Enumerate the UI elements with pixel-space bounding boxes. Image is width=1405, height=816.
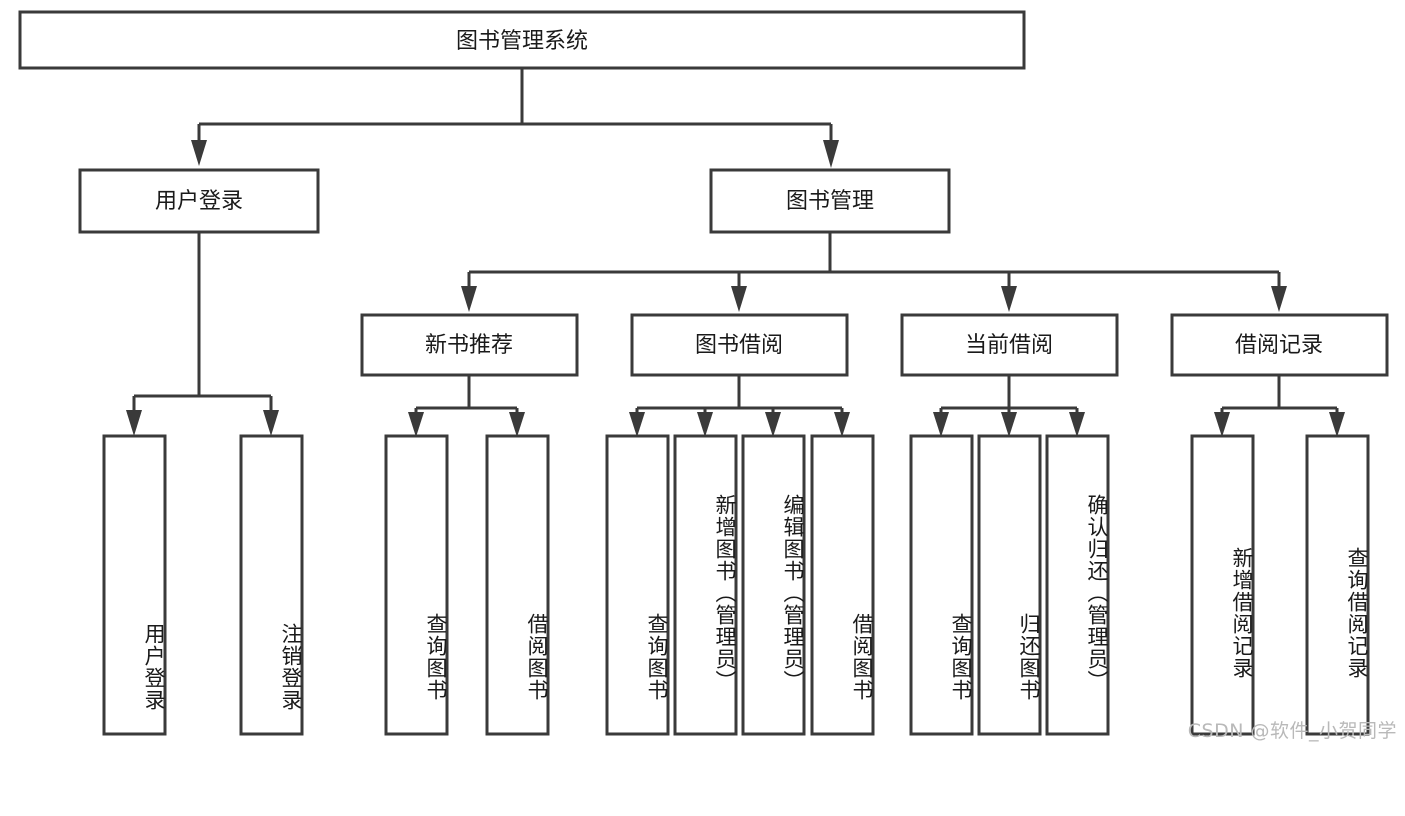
- node-current-borrow[interactable]: 当前借阅: [900, 313, 1119, 377]
- leaf-box-recommend-borrow-book[interactable]: [485, 434, 550, 736]
- arrow-head-icon: [834, 412, 850, 437]
- arrow-head-icon: [1271, 286, 1287, 312]
- node-book-borrow[interactable]: 图书借阅: [630, 313, 849, 377]
- arrow-head-icon: [191, 140, 207, 166]
- arrow-head-icon: [1214, 412, 1230, 437]
- arrow-head-icon: [263, 410, 279, 436]
- node-book-borrow-label: 图书借阅: [695, 333, 783, 358]
- arrow-head-icon: [933, 412, 949, 437]
- arrow-head-icon: [629, 412, 645, 437]
- arrow-head-icon: [731, 286, 747, 312]
- leaf-box-borrow-book[interactable]: [810, 434, 875, 736]
- arrow-head-icon: [697, 412, 713, 437]
- leaf-box-logout[interactable]: [239, 434, 304, 736]
- leaf-box-edit-book-admin[interactable]: [741, 434, 806, 736]
- node-book-management-label: 图书管理: [786, 189, 874, 214]
- node-book-management[interactable]: 图书管理: [709, 168, 951, 234]
- node-root-label: 图书管理系统: [456, 29, 588, 54]
- node-new-book-recommend[interactable]: 新书推荐: [360, 313, 579, 377]
- leaf-box-current-query-book[interactable]: [909, 434, 974, 736]
- leaf-box-confirm-return-admin[interactable]: [1045, 434, 1110, 736]
- node-user-login[interactable]: 用户登录: [78, 168, 320, 234]
- node-current-borrow-label: 当前借阅: [965, 333, 1053, 358]
- leaf-box-add-book-admin[interactable]: [673, 434, 738, 736]
- connector-book-management-to-level3: [461, 232, 1287, 312]
- leaf-box-return-book[interactable]: [977, 434, 1042, 736]
- leaf-box-borrow-query-book[interactable]: [605, 434, 670, 736]
- arrow-head-icon: [408, 412, 424, 437]
- leaf-box-query-borrow-record[interactable]: [1305, 434, 1370, 736]
- connector-book-borrow-to-leaves: [629, 375, 850, 437]
- arrow-head-icon: [509, 412, 525, 437]
- node-user-login-box[interactable]: [78, 168, 320, 234]
- node-new-book-recommend-box[interactable]: [360, 313, 579, 377]
- arrow-head-icon: [461, 286, 477, 312]
- connector-current-borrow-to-leaves: [933, 375, 1085, 437]
- node-borrow-record-label: 借阅记录: [1235, 333, 1323, 358]
- arrow-head-icon: [823, 140, 839, 168]
- node-new-book-recommend-label: 新书推荐: [425, 333, 513, 358]
- node-root[interactable]: 图书管理系统: [18, 10, 1026, 70]
- diagram-root: 图书管理系统 用户登录 图书管理: [18, 10, 1397, 742]
- connector-user-login-to-leaves: [126, 232, 279, 436]
- arrow-head-icon: [765, 412, 781, 437]
- diagram-canvas: 图书管理系统 用户登录 图书管理: [18, 10, 1389, 736]
- arrow-head-icon: [1001, 412, 1017, 437]
- arrow-head-icon: [1329, 412, 1345, 437]
- leaf-box-add-borrow-record[interactable]: [1190, 434, 1255, 736]
- connector-root-to-level2: [191, 68, 839, 168]
- arrow-head-icon: [1069, 412, 1085, 437]
- arrow-head-icon: [1001, 286, 1017, 312]
- arrow-head-icon: [126, 410, 142, 436]
- connector-new-book-recommend-to-leaves: [408, 375, 525, 437]
- node-borrow-record[interactable]: 借阅记录: [1170, 313, 1389, 377]
- node-root-box[interactable]: [18, 10, 1026, 70]
- node-user-login-label: 用户登录: [155, 189, 243, 214]
- watermark: CSDN @软件_小贺同学: [1187, 720, 1397, 742]
- leaf-box-recommend-query-book[interactable]: [384, 434, 449, 736]
- node-current-borrow-box[interactable]: [900, 313, 1119, 377]
- connector-borrow-record-to-leaves: [1214, 375, 1345, 437]
- leaf-box-user-login[interactable]: [102, 434, 167, 736]
